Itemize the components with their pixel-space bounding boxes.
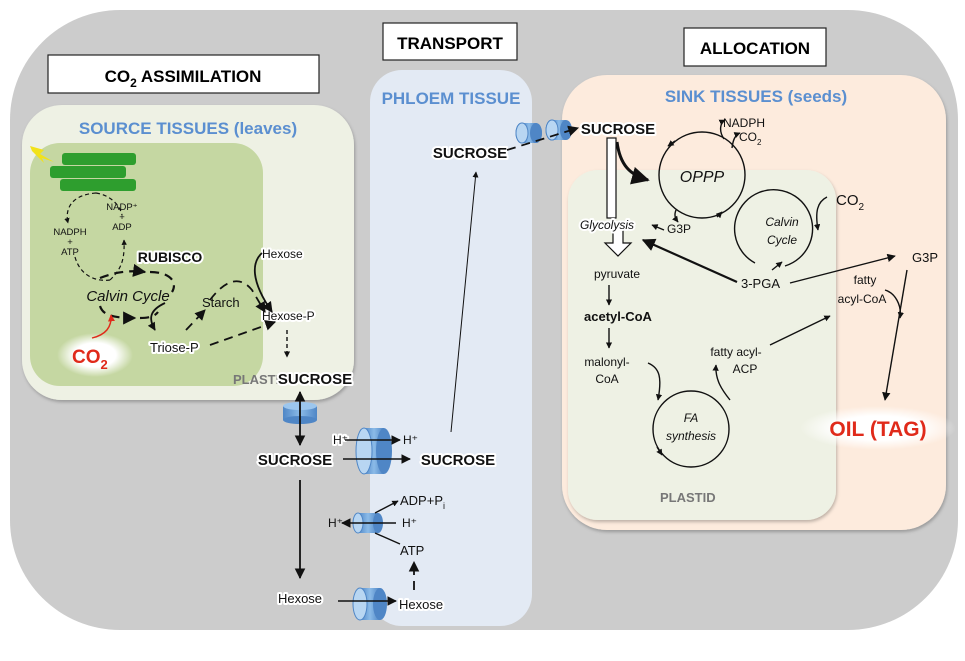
calvin-label: Calvin: [765, 215, 799, 229]
oppp-label: OPPP: [680, 169, 725, 186]
section-header-transport: TRANSPORT: [382, 22, 518, 61]
atp-label: ATP: [61, 247, 79, 258]
atp-label: ATP: [400, 543, 424, 558]
malonyl-coa-label: CoA: [595, 372, 618, 386]
apoplast-hexose-label: Hexose: [278, 591, 322, 606]
calvin-cycle-label: Calvin Cycle: [86, 288, 169, 305]
glycolysis-flux-arrow: [606, 137, 617, 219]
hexose-label: Hexose: [262, 247, 303, 261]
phloem-tissue-title: PHLOEM TISSUE: [382, 89, 521, 108]
co2-input-label: CO2: [72, 347, 108, 372]
proton-symporter-icon: [355, 427, 392, 475]
sink-tissue-title: SINK TISSUES (seeds): [665, 87, 847, 106]
fatty-acyl-acp-label: ACP: [733, 362, 758, 376]
sink-plastid-box: [568, 170, 836, 520]
phloem-tissue-box: [370, 70, 532, 626]
h-plus-label: H⁺: [402, 516, 417, 530]
g3p-label: G3P: [667, 222, 691, 236]
sink-plastid-label: PLASTID: [660, 490, 716, 505]
phloem-sucrose-top-label: SUCROSE: [433, 145, 507, 162]
adp-pi-label: ADP+Pi: [400, 493, 445, 511]
phloem-sucrose-label: SUCROSE: [421, 452, 495, 469]
source-tissue-title: SOURCE TISSUES (leaves): [79, 119, 297, 138]
svg-text:ALLOCATION: ALLOCATION: [700, 39, 810, 58]
oil-tag-label: OIL (TAG): [829, 418, 926, 441]
triose-p-label: Triose-P: [150, 340, 199, 355]
h-plus-label: H⁺: [333, 433, 348, 447]
nadp-label: NADP⁺: [106, 202, 137, 213]
sink-sucrose-label: SUCROSE: [581, 121, 655, 138]
oppp-cycle: [658, 131, 746, 219]
h-plus-label: H⁺: [403, 433, 418, 447]
thylakoid-icon: [30, 146, 136, 191]
acetyl-coa-label: acetyl-CoA: [584, 309, 653, 324]
fa-synthesis-label: FA: [684, 411, 698, 425]
fa-synthesis-cycle: [652, 390, 730, 468]
svg-text:CO2 ASSIMILATION: CO2 ASSIMILATION: [105, 67, 262, 90]
rubisco-label: RUBISCO: [138, 249, 203, 265]
plus-sign: +: [119, 212, 125, 223]
svg-text:TRANSPORT: TRANSPORT: [397, 34, 503, 53]
plus-sign: +: [67, 237, 73, 248]
phloem-hexose-label: Hexose: [399, 597, 443, 612]
source-plastid-label: PLASTID: [233, 372, 289, 387]
fa-synthesis-label: synthesis: [666, 429, 716, 443]
pyruvate-label: pyruvate: [594, 267, 640, 281]
hexose-p-label: Hexose-P: [262, 309, 315, 323]
3-pga-label: 3-PGA: [741, 276, 780, 291]
co2-label: CO2: [739, 130, 762, 147]
source-plastid-box: [30, 143, 263, 386]
malonyl-coa-label: malonyl-: [584, 355, 629, 369]
source-sucrose-label: SUCROSE: [278, 371, 352, 388]
h-plus-label: H⁺: [328, 516, 343, 530]
fatty-acyl-coa-label: fatty: [854, 273, 877, 287]
fatty-acyl-acp-label: fatty acyl-: [710, 345, 761, 359]
starch-label: Starch: [202, 295, 240, 310]
fatty-acyl-coa-label: acyl-CoA: [838, 292, 887, 306]
g3p-label: G3P: [912, 250, 938, 265]
calvin-cycle-sink: [733, 189, 814, 267]
co2-label: CO2: [836, 192, 865, 213]
adp-label: ADP: [112, 222, 132, 233]
calvin-label: Cycle: [767, 233, 797, 247]
hexose-transporter-icon: [352, 587, 387, 621]
section-header-assimilation: CO2 ASSIMILATION: [47, 54, 320, 94]
section-header-allocation: ALLOCATION: [683, 27, 827, 67]
glycolysis-label: Glycolysis: [580, 218, 634, 232]
apoplast-sucrose-label: SUCROSE: [258, 452, 332, 469]
light-bolt-icon: [30, 146, 54, 163]
nadph-label: NADPH: [53, 227, 86, 238]
nadph-label: NADPH: [723, 116, 765, 130]
glycolysis-flux-arrow: [603, 227, 633, 257]
